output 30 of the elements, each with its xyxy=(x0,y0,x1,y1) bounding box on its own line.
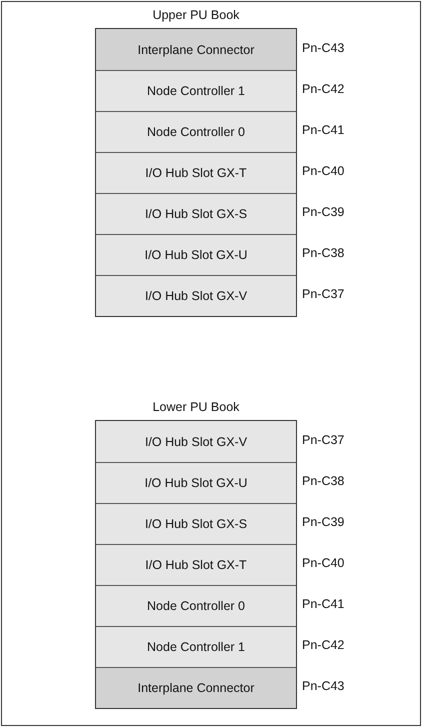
connector-location-code: Pn-C42 xyxy=(302,638,344,652)
connector-location-code: Pn-C37 xyxy=(302,287,344,301)
slot-label: Node Controller 0 xyxy=(147,125,245,139)
slot-label: I/O Hub Slot GX-U xyxy=(144,476,248,490)
slot-label: Node Controller 0 xyxy=(147,599,245,613)
connector-location-code: Pn-C38 xyxy=(302,474,344,488)
connector-location-code: Pn-C41 xyxy=(302,597,344,611)
slot-label: I/O Hub Slot GX-S xyxy=(144,207,248,221)
connector-location-code: Pn-C43 xyxy=(302,679,344,693)
slot-label: Node Controller 1 xyxy=(147,640,245,654)
connector-location-code: Pn-C40 xyxy=(302,556,344,570)
group-heading: Lower PU Book xyxy=(152,400,240,416)
slot-label: I/O Hub Slot GX-V xyxy=(144,289,248,303)
connector-location-code: Pn-C39 xyxy=(302,205,344,219)
slot-label: Interplane Connector xyxy=(138,42,254,56)
slot-label: I/O Hub Slot GX-U xyxy=(144,248,248,262)
group-heading: Upper PU Book xyxy=(152,8,240,24)
slot-label: I/O Hub Slot GX-T xyxy=(145,558,247,572)
slot-label: Node Controller 1 xyxy=(147,84,245,98)
connector-location-code: Pn-C38 xyxy=(302,246,344,260)
connector-location-code: Pn-C42 xyxy=(302,82,344,96)
connector-location-code: Pn-C41 xyxy=(302,123,344,137)
slot-label: Interplane Connector xyxy=(138,681,254,695)
connector-location-code: Pn-C37 xyxy=(302,433,344,447)
slot-label: I/O Hub Slot GX-S xyxy=(144,517,248,531)
connector-location-code: Pn-C43 xyxy=(302,41,344,55)
connector-location-code: Pn-C40 xyxy=(302,164,344,178)
slot-label: I/O Hub Slot GX-T xyxy=(145,166,247,180)
connector-location-code: Pn-C39 xyxy=(302,515,344,529)
slot-label: I/O Hub Slot GX-V xyxy=(144,434,248,448)
